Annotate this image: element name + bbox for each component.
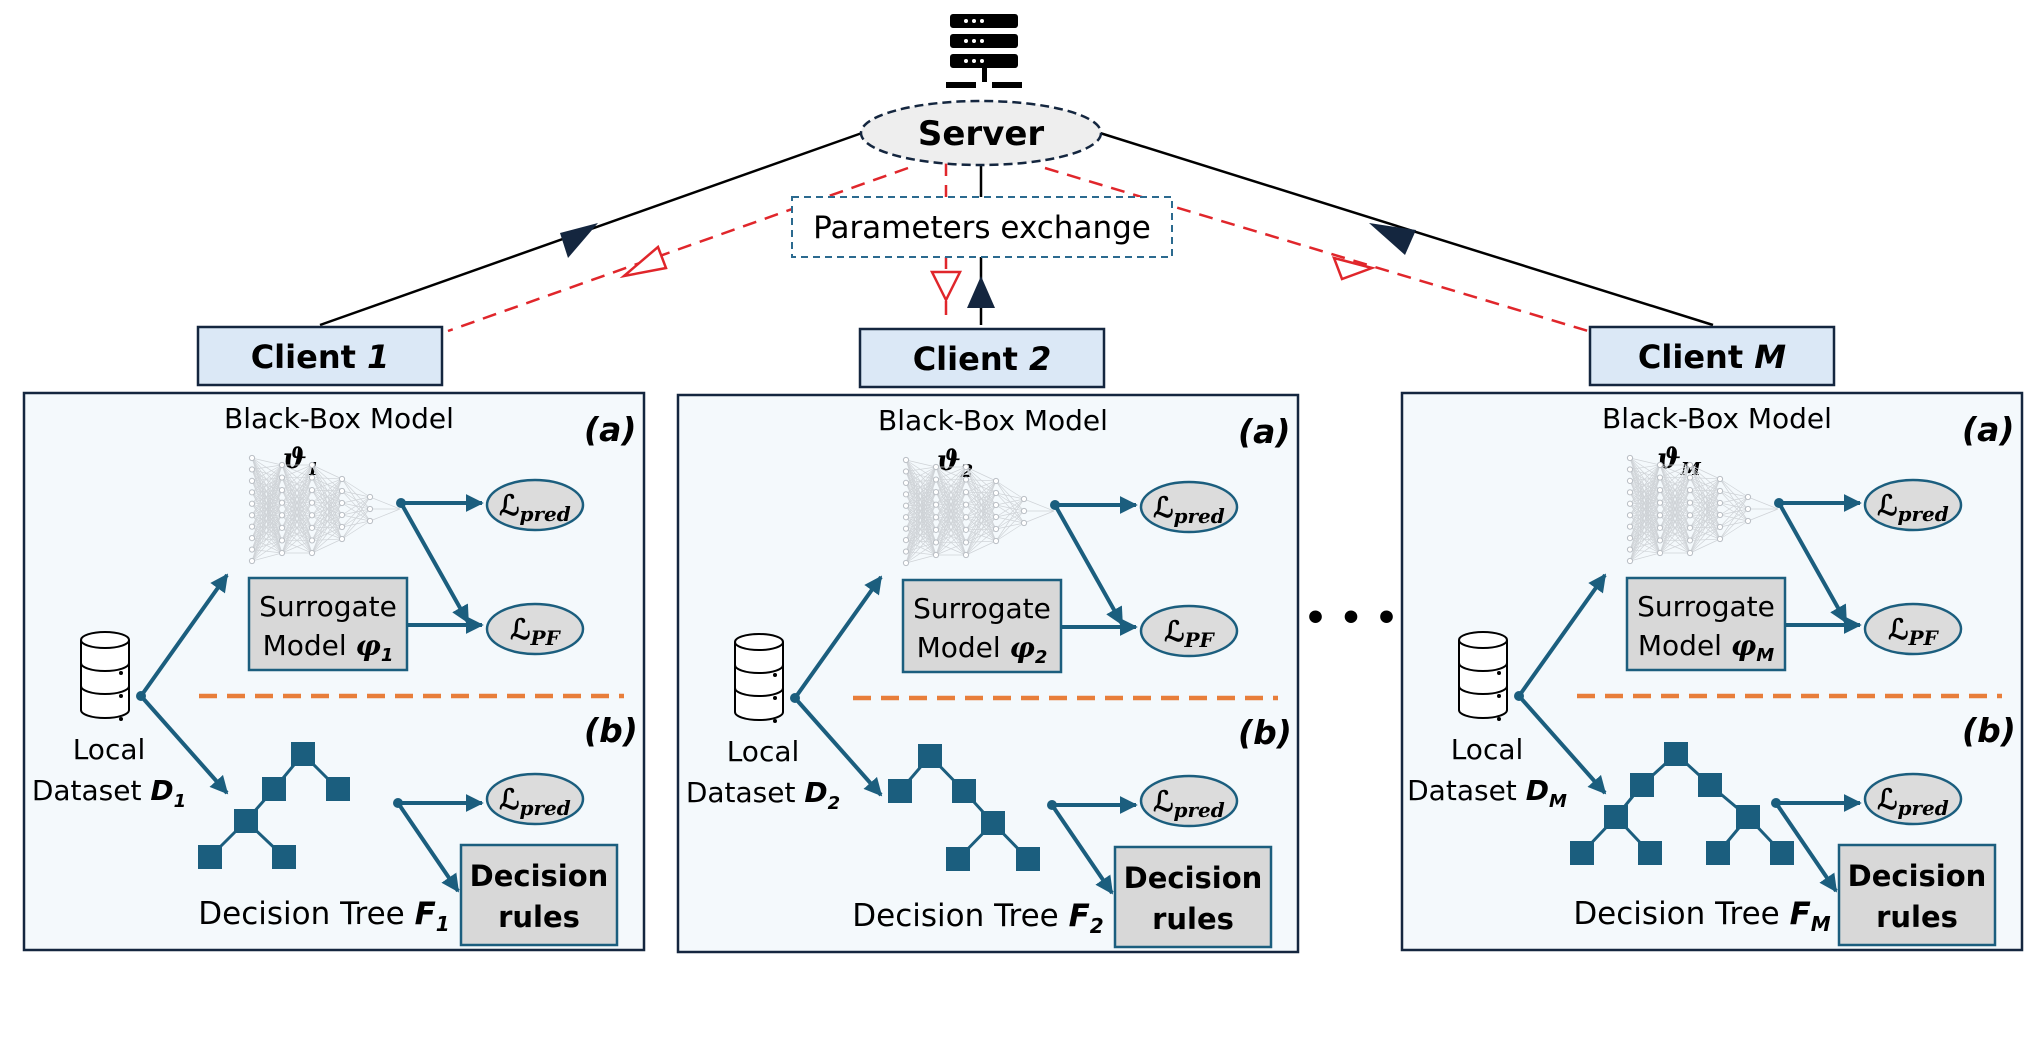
- surrogate-label-line1: Surrogate: [913, 592, 1051, 625]
- database-icon: [80, 631, 130, 721]
- decision-rules-box: [1113, 845, 1273, 949]
- dataset-label-line1: Local: [73, 733, 146, 766]
- dataset-label-line2: Dataset D1: [32, 774, 186, 812]
- section-a-tag: (a): [1238, 412, 1290, 451]
- dataset-label-line1: Local: [727, 735, 800, 768]
- decision-tree-label: Decision Tree F1: [198, 896, 449, 936]
- loss-pf-label: ℒPF: [1888, 613, 1939, 650]
- server-label: Server: [918, 114, 1045, 154]
- loss-pred-b: ℒpred: [1139, 774, 1239, 828]
- loss-pred-a: ℒpred: [1863, 478, 1963, 532]
- more-clients-ellipsis: • • •: [1304, 598, 1398, 639]
- loss-pred-a: ℒpred: [485, 478, 585, 532]
- loss-pred-a: ℒpred: [1139, 480, 1239, 534]
- black-box-model-label: Black-Box Model: [1602, 402, 1832, 435]
- loss-pred-b-label: ℒpred: [1153, 785, 1224, 822]
- client-header: [196, 325, 444, 387]
- decision-rules-box: [1837, 843, 1997, 947]
- loss-pred-a-label: ℒpred: [499, 489, 570, 526]
- loss-pf: ℒPF: [1863, 602, 1963, 656]
- section-a-tag: (a): [584, 410, 636, 449]
- client-header: [1588, 325, 1836, 387]
- neural-network-icon: [902, 456, 1055, 567]
- section-b-tag: (b): [1962, 711, 2016, 750]
- loss-pred-a-label: ℒpred: [1153, 491, 1224, 528]
- surrogate-label-line1: Surrogate: [1637, 590, 1775, 623]
- dataset-label-line2: Dataset D2: [686, 776, 840, 814]
- decision-rules-line1: Decision: [470, 859, 609, 893]
- decision-rules-line1: Decision: [1848, 859, 1987, 893]
- loss-pred-b: ℒpred: [1863, 772, 1963, 826]
- decision-rules-line2: rules: [1152, 902, 1234, 936]
- loss-pf-label: ℒPF: [510, 613, 561, 650]
- section-b-tag: (b): [1238, 713, 1292, 752]
- decision-rules-line2: rules: [498, 900, 580, 934]
- loss-pf: ℒPF: [485, 602, 585, 656]
- surrogate-label-line2: Model φ2: [917, 631, 1048, 668]
- flow-arrows: [790, 496, 1138, 895]
- decision-rules-line1: Decision: [1124, 861, 1263, 895]
- database-icon: [1458, 631, 1508, 721]
- loss-pred-b-label: ℒpred: [499, 783, 570, 820]
- section-b-tag: (b): [584, 711, 638, 750]
- upload-arrows: [560, 223, 1416, 308]
- client-title: Client 1: [251, 338, 390, 376]
- dataset-label-line1: Local: [1451, 733, 1524, 766]
- client-header: [858, 327, 1106, 389]
- section-a-tag: (a): [1962, 410, 2014, 449]
- surrogate-label-line2: Model φM: [1638, 629, 1774, 666]
- download-arrows: [619, 244, 1377, 303]
- surrogate-model-box: [901, 578, 1063, 674]
- surrogate-label-line1: Surrogate: [259, 590, 397, 623]
- loss-pred-b-label: ℒpred: [1877, 783, 1948, 820]
- parameters-exchange-label: Parameters exchange: [813, 210, 1151, 246]
- decision-tree-icon: [198, 742, 350, 869]
- decision-tree-label: Decision Tree FM: [1573, 896, 1830, 936]
- client-title: Client M: [1638, 338, 1786, 376]
- black-box-model-label: Black-Box Model: [224, 402, 454, 435]
- server-node: Server: [859, 99, 1103, 167]
- black-box-model-label: Black-Box Model: [878, 404, 1108, 437]
- loss-pf-label: ℒPF: [1164, 615, 1215, 652]
- neural-network-icon: [248, 454, 401, 565]
- surrogate-label-line2: Model φ1: [263, 629, 394, 666]
- flow-arrows: [136, 494, 484, 893]
- neural-network-icon: [1626, 454, 1779, 565]
- server-icon: [946, 14, 1022, 88]
- decision-tree-icon: [888, 744, 1040, 871]
- decision-rules-line2: rules: [1876, 900, 1958, 934]
- database-icon: [734, 633, 784, 723]
- flow-arrows: [1514, 494, 1862, 893]
- decision-tree-label: Decision Tree F2: [852, 898, 1103, 938]
- loss-pred-a-label: ℒpred: [1877, 489, 1948, 526]
- decision-tree-icon: [1570, 742, 1794, 865]
- client-title: Client 2: [913, 340, 1052, 378]
- loss-pred-b: ℒpred: [485, 772, 585, 826]
- parameters-exchange: Parameters exchange: [791, 196, 1173, 258]
- decision-rules-box: [459, 843, 619, 947]
- loss-pf: ℒPF: [1139, 604, 1239, 658]
- dataset-label-line2: Dataset DM: [1407, 774, 1567, 812]
